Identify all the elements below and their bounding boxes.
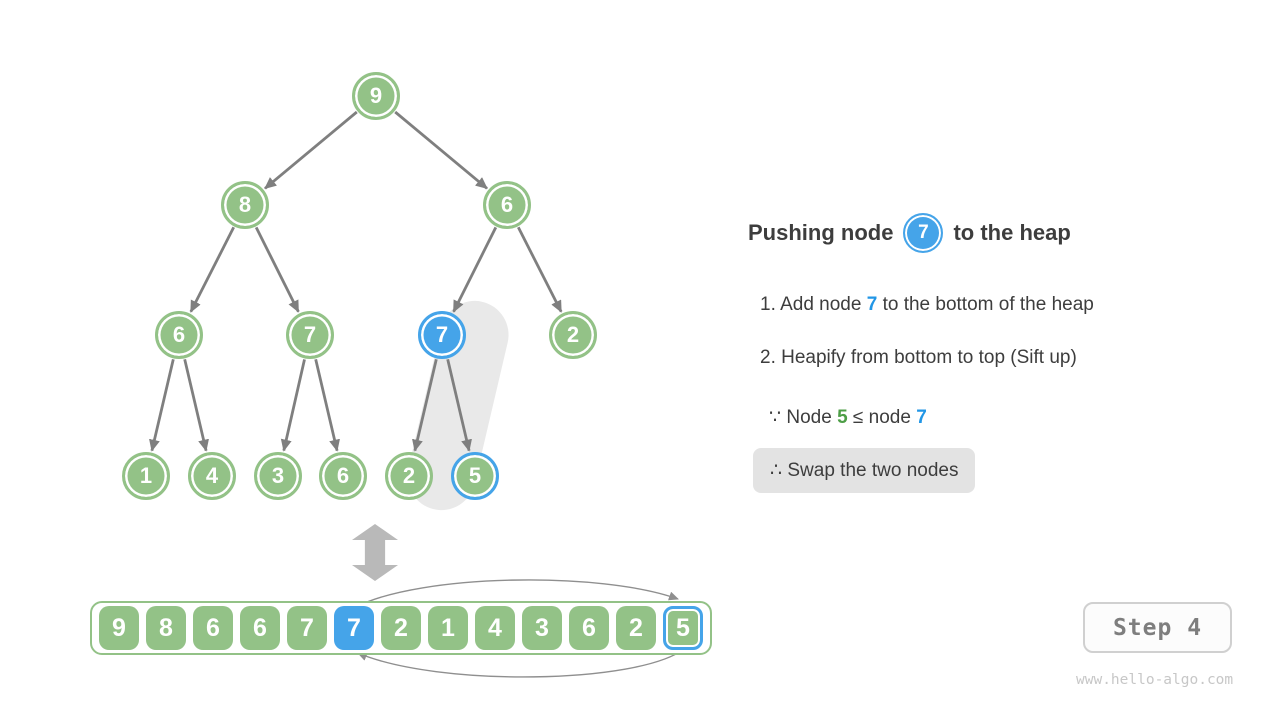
- step-badge: Step 4: [1083, 602, 1232, 653]
- tree-edge-4-9: [280, 359, 306, 452]
- step-1-text: 1. Add node 7 to the bottom of the heap: [760, 294, 1094, 316]
- tree-node-5-value-7: 7: [418, 311, 466, 359]
- step-1-highlight-number: 7: [866, 294, 878, 315]
- title-prefix: Pushing node: [748, 220, 894, 245]
- title-suffix: to the heap: [953, 220, 1071, 245]
- pushed-node-badge: 7: [903, 213, 944, 253]
- array-cell-6-value-2: 2: [381, 606, 421, 650]
- array-cell-11-value-2: 2: [616, 606, 656, 650]
- tree-node-2-value-6: 6: [483, 181, 531, 229]
- tree-edge-5-11: [412, 358, 438, 452]
- tree-edge-1-3: [189, 226, 235, 313]
- array-cell-5-value-7: 7: [334, 606, 374, 650]
- array-cell-1-value-8: 8: [146, 606, 186, 650]
- therefore-pill: ∴ Swap the two nodes: [753, 448, 976, 493]
- tree-node-8-value-4: 4: [188, 452, 236, 500]
- tree-node-6-value-2: 2: [549, 311, 597, 359]
- swap-arc-bottom: [357, 648, 685, 678]
- step-2-text: 2. Heapify from bottom to top (Sift up): [760, 347, 1077, 368]
- tree-node-7-value-1: 1: [122, 452, 170, 500]
- tree-edge-0-1: [264, 110, 358, 190]
- array-cell-8-value-4: 4: [475, 606, 515, 650]
- array-cell-9-value-3: 3: [522, 606, 562, 650]
- array-cell-10-value-6: 6: [569, 606, 609, 650]
- figure-title: Pushing node 7 to the heap: [748, 213, 1071, 253]
- tree-edge-0-2: [394, 110, 488, 190]
- tree-edge-2-5: [452, 226, 498, 313]
- array-cell-3-value-6: 6: [240, 606, 280, 650]
- tree-node-4-value-7: 7: [286, 311, 334, 359]
- because-mid: ≤ node: [847, 407, 917, 428]
- tree-node-9-value-3: 3: [254, 452, 302, 500]
- because-blue-number: 7: [916, 407, 927, 428]
- tree-node-11-value-2: 2: [385, 452, 433, 500]
- tree-node-3-value-6: 6: [155, 311, 203, 359]
- tree-edge-2-6: [517, 226, 563, 313]
- tree-node-0-value-9: 9: [352, 72, 400, 120]
- tree-edge-1-4: [254, 226, 300, 313]
- tree-node-10-value-6: 6: [319, 452, 367, 500]
- array-cell-12-value-5: 5: [663, 606, 703, 650]
- because-green-number: 5: [837, 407, 848, 428]
- tree-edge-3-8: [183, 358, 209, 452]
- array-cell-2-value-6: 6: [193, 606, 233, 650]
- array-cell-7-value-1: 1: [428, 606, 468, 650]
- tree-edge-4-10: [314, 358, 340, 452]
- watermark: www.hello-algo.com: [1076, 672, 1234, 688]
- tree-edge-arrows: [149, 110, 563, 452]
- step-1-pre: 1. Add node: [760, 294, 867, 315]
- tree-edge-3-7: [149, 358, 175, 452]
- array-cell-4-value-7: 7: [287, 606, 327, 650]
- tree-edge-5-12: [446, 358, 472, 452]
- array-cell-0-value-9: 9: [99, 606, 139, 650]
- because-line: ∵ Node 5 ≤ node 7: [769, 406, 927, 429]
- swap-arc-top: [355, 579, 679, 608]
- step-1-post: to the bottom of the heap: [877, 294, 1094, 315]
- tree-node-1-value-8: 8: [221, 181, 269, 229]
- tree-node-12-value-5: 5: [451, 452, 499, 500]
- because-pre: ∵ Node: [769, 407, 838, 428]
